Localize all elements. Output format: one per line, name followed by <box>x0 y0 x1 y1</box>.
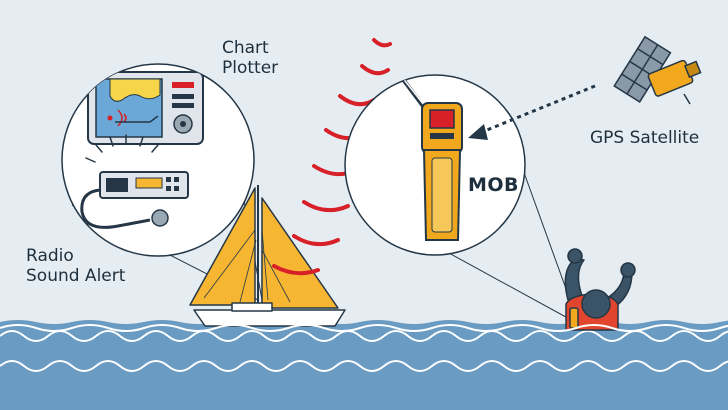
chart-plotter-label-line-1: Chart <box>222 38 269 58</box>
person-overboard-icon <box>564 248 636 331</box>
sailboat-icon <box>189 185 346 327</box>
radio-label-line-1: Radio <box>26 246 74 266</box>
chart-plotter-label: Chart Plotter <box>222 38 278 78</box>
equipment-callout <box>61 63 255 257</box>
mob-callout <box>344 74 526 256</box>
chart-plotter-label-line-2: Plotter <box>222 58 279 78</box>
radio-label-line-2: Sound Alert <box>26 266 126 286</box>
sound-alert-rays <box>85 134 159 163</box>
chart-plotter-icon <box>87 71 204 145</box>
sea-surface-line <box>0 324 728 332</box>
gps-satellite-icon <box>613 35 702 105</box>
gps-satellite-label: GPS Satellite <box>590 128 700 148</box>
gps-signal-arrow <box>468 84 596 140</box>
vhf-radio-icon <box>80 171 189 229</box>
sea <box>0 320 728 410</box>
radio-sound-alert-label: Radio Sound Alert <box>26 246 125 286</box>
mob-label: MOB <box>468 174 520 196</box>
mob-beacon-icon <box>421 102 463 241</box>
